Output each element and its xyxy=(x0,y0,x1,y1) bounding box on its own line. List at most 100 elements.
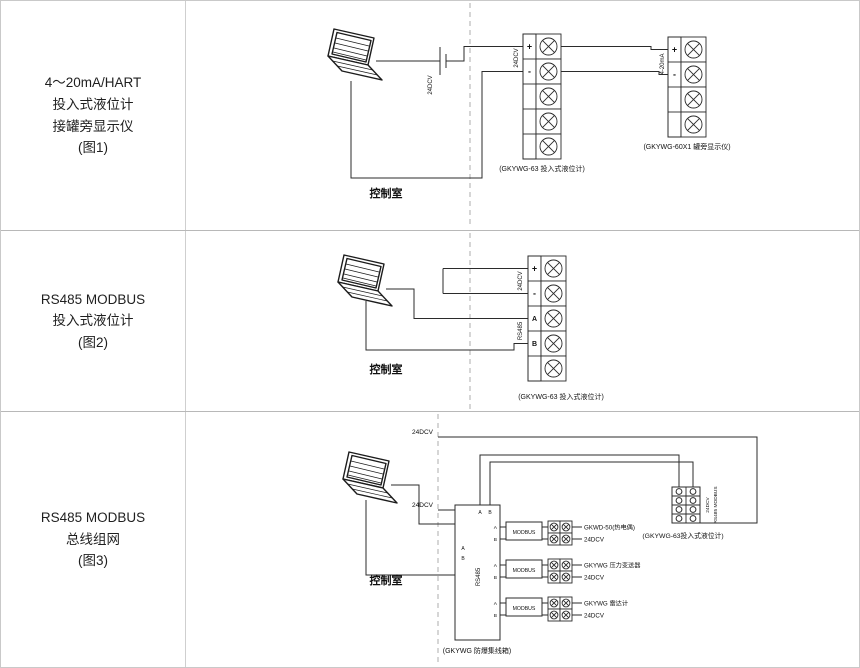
screw-terminal xyxy=(680,111,707,138)
figure-1-diagram-cell: 24DCV + - 24DCV xyxy=(186,1,859,230)
figure-2-diagram: + - A B 24DCV RS485 (GKYWG-63 投入式液位计) 控制… xyxy=(337,233,604,409)
screw-terminal xyxy=(540,330,567,357)
modbus-branch: A B MODBUS GKYWG 雷达计 24DCV xyxy=(494,596,628,622)
figure-1-diagram: 24DCV + - 24DCV xyxy=(327,3,731,228)
figure-3-title-line: 总线组网 xyxy=(66,531,120,547)
screw-terminal xyxy=(547,532,561,546)
block2-signal-label: 4-20mA xyxy=(660,53,666,74)
branch-b-label: B xyxy=(494,575,497,581)
branch-a-label: A xyxy=(494,601,498,607)
block-caption: (GKYWG-63 投入式液位计) xyxy=(518,392,604,401)
modbus-box-label: MODBUS xyxy=(513,568,536,574)
branch-power-label: 24DCV xyxy=(584,575,605,582)
figure-1-title-line: 4～20mA/HART xyxy=(44,75,142,91)
screw-terminal xyxy=(559,532,573,546)
control-room-label: 控制室 xyxy=(370,362,403,376)
figure-1-caption-cell: 4～20mA/HART 投入式液位计 接罐旁显示仪 (图1) xyxy=(1,1,186,230)
wires xyxy=(365,436,758,576)
control-room-label: 控制室 xyxy=(370,573,403,587)
screw-terminal xyxy=(547,558,561,572)
figure-1-row: 4～20mA/HART 投入式液位计 接罐旁显示仪 (图1) xyxy=(1,1,859,231)
modbus-box-label: MODBUS xyxy=(513,606,536,612)
screw-terminal xyxy=(535,58,562,85)
level-gauge-device-block: 24DCV RS485 MODBUS xyxy=(671,486,719,524)
branch-device-name: GKYWG 压力变送器 xyxy=(584,562,641,570)
figure-3-diagram: 24DCV 24DCV A B A B RS485 (GKYWG 防爆集线箱) … xyxy=(342,414,758,665)
hub-b-label: B xyxy=(488,510,492,516)
branch-device-name: GKWD-50(热电偶) xyxy=(584,524,635,532)
figure-3-diagram-cell: 24DCV 24DCV A B A B RS485 (GKYWG 防爆集线箱) … xyxy=(186,412,859,667)
screw-terminal xyxy=(559,558,573,572)
minus-terminal-label: - xyxy=(673,70,676,80)
block2-caption: (GKYWG-60X1 罐旁显示仪) xyxy=(643,142,730,151)
screw-terminal xyxy=(547,520,561,534)
power-label: 24DCV xyxy=(518,271,524,290)
mid-power-label: 24DCV xyxy=(412,502,434,509)
branch-a-label: A xyxy=(494,525,498,531)
block1-power-label: 24DCV xyxy=(514,48,520,67)
branch-b-label: B xyxy=(494,537,497,543)
screw-terminal xyxy=(559,520,573,534)
modbus-box-label: MODBUS xyxy=(513,530,536,536)
level-gauge-terminal-block: + - xyxy=(522,33,562,160)
wires xyxy=(350,46,668,179)
screw-terminal xyxy=(535,108,562,135)
figure-1-title-line: 投入式液位计 xyxy=(52,96,134,112)
screw-terminal xyxy=(559,608,573,622)
wires xyxy=(365,268,528,351)
bus-label: RS485 xyxy=(518,321,524,340)
figure-3-title-line: RS485 MODBUS xyxy=(40,510,146,526)
block1-caption: (GKYWG-63 投入式液位计) xyxy=(499,164,585,173)
dc-supply-icon xyxy=(439,47,447,75)
display-terminal-block: + - xyxy=(667,36,707,138)
laptop-icon xyxy=(327,28,383,81)
hub-bus-label: RS485 xyxy=(476,567,482,586)
control-room-label: 控制室 xyxy=(370,186,403,200)
minus-terminal-label: - xyxy=(528,67,531,77)
laptop-icon xyxy=(342,451,398,504)
branch-a-label: A xyxy=(494,563,498,569)
device-power-label: 24DCV xyxy=(705,496,711,512)
hub-a-label: A xyxy=(461,546,465,552)
device-caption: (GKYWG-63投入式液位计) xyxy=(642,531,723,540)
screw-terminal xyxy=(559,570,573,584)
plus-terminal-label: + xyxy=(532,264,537,274)
figure-2-caption-cell: RS485 MODBUS 投入式液位计 (图2) xyxy=(1,231,186,411)
figure-2-diagram-cell: + - A B 24DCV RS485 (GKYWG-63 投入式液位计) 控制… xyxy=(186,231,859,411)
screw-terminal xyxy=(547,596,561,610)
screw-terminal xyxy=(540,255,567,282)
screw-terminal xyxy=(547,570,561,584)
screw-terminal xyxy=(535,33,562,60)
branch-power-label: 24DCV xyxy=(584,613,605,620)
top-power-label: 24DCV xyxy=(412,429,434,436)
figure-3-caption-cell: RS485 MODBUS 总线组网 (图3) xyxy=(1,412,186,667)
psu-voltage-label: 24DCV xyxy=(428,75,434,94)
junction-hub-box: A B A B RS485 xyxy=(454,504,501,641)
screw-terminal xyxy=(540,280,567,307)
figure-2-title-line: 投入式液位计 xyxy=(52,313,134,329)
branch-b-label: B xyxy=(494,613,497,619)
device-bus-label: RS485 MODBUS xyxy=(713,486,719,523)
figure-2-title-line: RS485 MODBUS xyxy=(40,291,146,307)
laptop-icon xyxy=(337,254,393,307)
branch-device-name: GKYWG 雷达计 xyxy=(584,600,628,608)
hub-b-label: B xyxy=(461,556,465,562)
b-terminal-label: B xyxy=(532,341,537,348)
screw-terminal xyxy=(559,596,573,610)
figure-2-row: RS485 MODBUS 投入式液位计 (图2) xyxy=(1,231,859,412)
plus-terminal-label: + xyxy=(672,45,677,55)
screw-terminal xyxy=(680,86,707,113)
screw-terminal xyxy=(680,36,707,63)
minus-terminal-label: - xyxy=(533,289,536,299)
figure-1-title-line: 接罐旁显示仪 xyxy=(52,118,134,134)
screw-terminal xyxy=(540,305,567,332)
modbus-branch: A B MODBUS GKYWG 压力变送器 24DCV xyxy=(494,558,641,584)
level-gauge-terminal-block: + - A B xyxy=(527,255,567,382)
screw-terminal xyxy=(547,608,561,622)
branch-power-label: 24DCV xyxy=(584,537,605,544)
screw-terminal xyxy=(680,61,707,88)
figure-2-title-line: (图2) xyxy=(78,334,108,350)
modbus-branch: A B MODBUS GKWD-50(热电偶) 24DCV xyxy=(494,520,635,546)
figure-3-title-line: (图3) xyxy=(78,553,108,569)
